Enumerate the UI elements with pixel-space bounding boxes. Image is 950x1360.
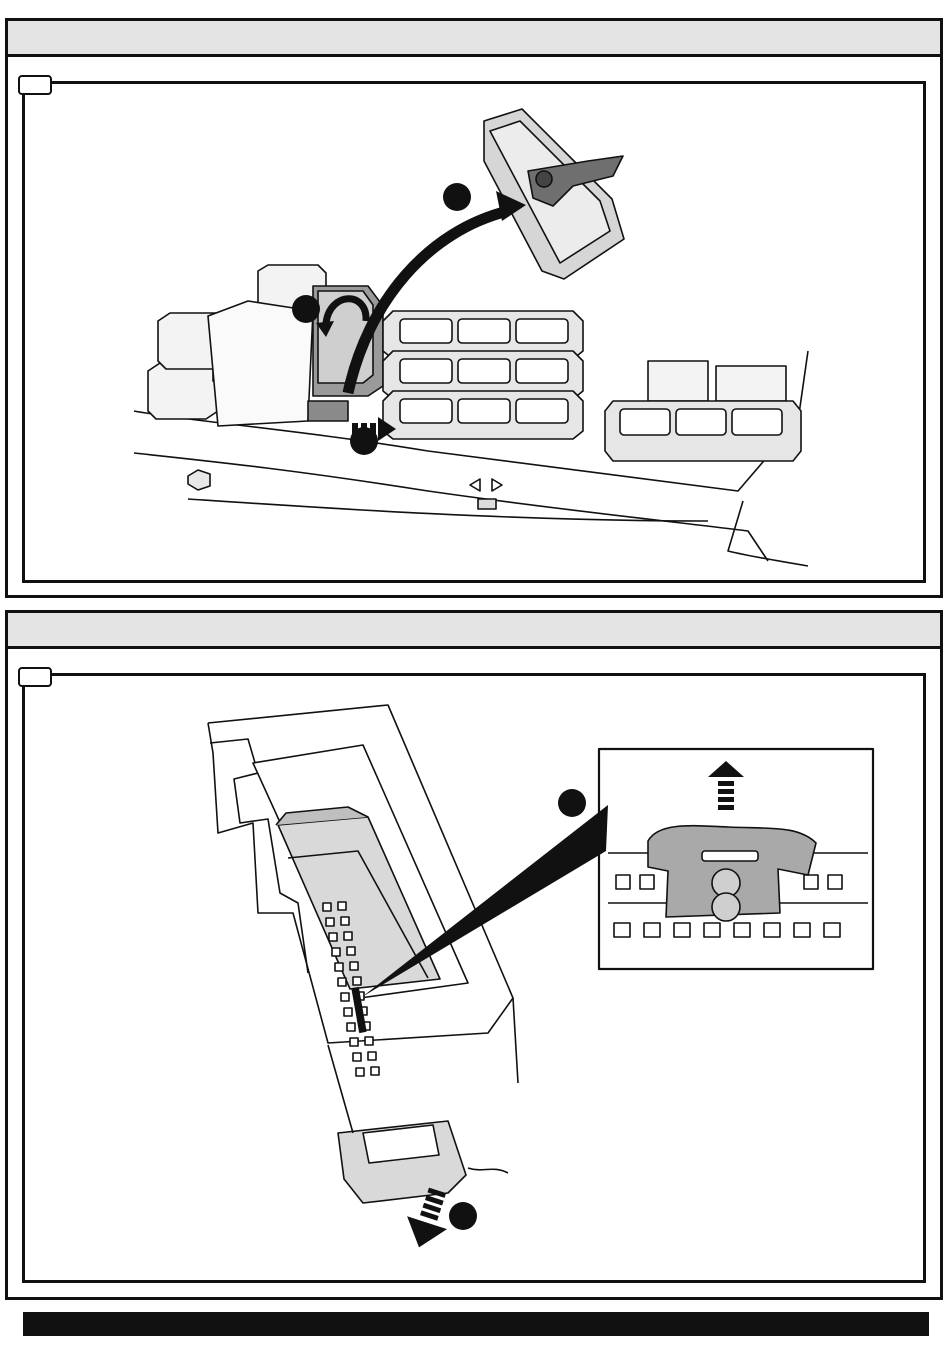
mounting-tab xyxy=(188,470,210,490)
fuse-box-illustration xyxy=(8,21,940,595)
callout-5 xyxy=(449,1202,477,1230)
connector-right xyxy=(605,401,801,461)
instruction-panel-1 xyxy=(5,18,943,598)
connector-row-bottom xyxy=(383,391,583,439)
callout-2 xyxy=(292,295,320,323)
callout-1 xyxy=(443,183,471,211)
callout-3 xyxy=(350,427,378,455)
instruction-panel-2 xyxy=(5,610,943,1300)
fuse-clip xyxy=(308,401,348,421)
connector-illustration xyxy=(8,613,940,1297)
footer-bar xyxy=(23,1312,929,1336)
relay-right-2 xyxy=(716,366,786,401)
adjust-marker xyxy=(470,479,502,491)
relay-right-1 xyxy=(648,361,708,401)
fuse-box-front-edge xyxy=(134,453,768,561)
removed-relay-module xyxy=(484,109,624,279)
panel-1-step-tab xyxy=(18,75,52,95)
panel-2-step-tab xyxy=(18,667,52,687)
callout-4 xyxy=(558,789,586,817)
